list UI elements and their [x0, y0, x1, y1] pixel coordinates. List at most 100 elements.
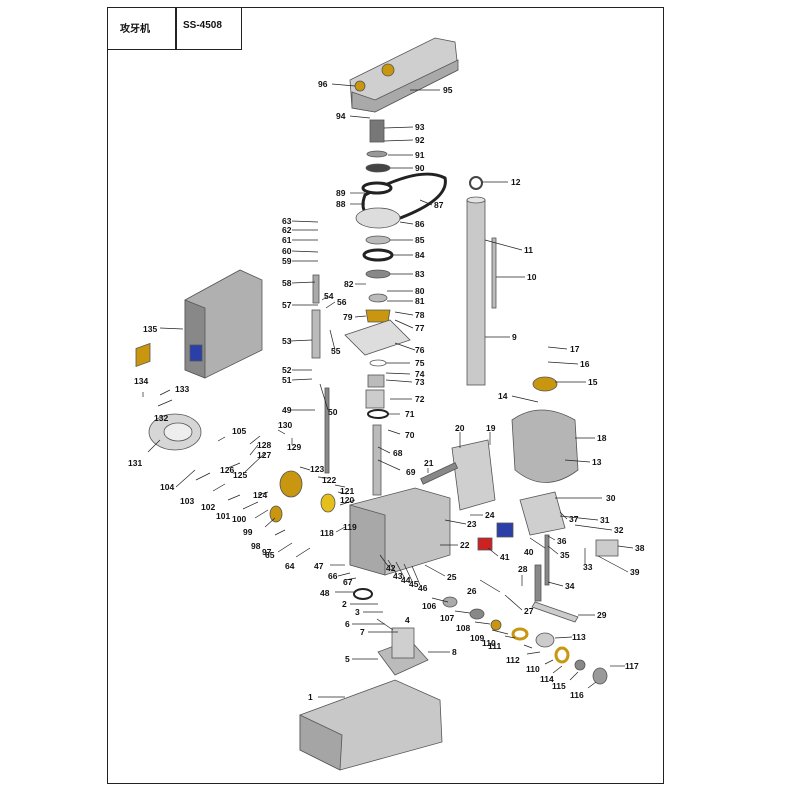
- part-label: 126: [220, 465, 234, 475]
- part-label: 25: [447, 572, 457, 582]
- part-label: 19: [486, 423, 496, 433]
- top-cover-front: [351, 59, 459, 113]
- part-label: 64: [285, 561, 295, 571]
- part-label: 65: [265, 550, 275, 560]
- part-label: 93: [415, 122, 425, 132]
- title-divider: [175, 7, 177, 50]
- part-label: 12: [511, 177, 521, 187]
- part-label: 123: [310, 464, 324, 474]
- part-label: 71: [405, 409, 415, 419]
- part-label: 1: [308, 692, 313, 702]
- part-label: 51: [282, 375, 292, 385]
- part-label: 101: [216, 511, 230, 521]
- part-label: 61: [282, 235, 292, 245]
- part-label: 4: [405, 615, 410, 625]
- part-label: 44: [401, 575, 411, 585]
- part-label: 76: [415, 345, 425, 355]
- part-label: 63: [282, 216, 292, 226]
- name-plate: [135, 342, 151, 368]
- switch-plate: [595, 539, 619, 557]
- part-label: 45: [409, 579, 419, 589]
- part-label: 72: [415, 394, 425, 404]
- part-label: 13: [592, 457, 602, 467]
- part-label: 90: [415, 163, 425, 173]
- part-label: 82: [344, 279, 354, 289]
- red-switch: [477, 537, 493, 551]
- part-label: 66: [328, 571, 338, 581]
- part-label: 94: [336, 111, 346, 121]
- part-label: 26: [467, 586, 477, 596]
- part-label: 57: [282, 300, 292, 310]
- blue-switch: [496, 522, 514, 538]
- part-label: 27: [524, 606, 534, 616]
- part-label: 117: [625, 661, 639, 671]
- part-label: 56: [337, 297, 347, 307]
- part-label: 92: [415, 135, 425, 145]
- part-label: 98: [251, 541, 261, 551]
- model-number: SS-4508: [183, 20, 222, 31]
- part-label: 23: [467, 519, 477, 529]
- part-label: 91: [415, 150, 425, 160]
- part-label: 10: [527, 272, 537, 282]
- part-label: 99: [243, 527, 253, 537]
- part-label: 79: [343, 312, 353, 322]
- handle: [531, 601, 579, 623]
- part-label: 110: [526, 664, 540, 674]
- part-label: 135: [143, 324, 157, 334]
- part-label: 96: [318, 79, 328, 89]
- part-label: 121: [340, 486, 354, 496]
- part-label: 84: [415, 250, 425, 260]
- part-label: 88: [336, 199, 346, 209]
- part-label: 48: [320, 588, 330, 598]
- part-label: 50: [328, 407, 338, 417]
- part-label: 18: [597, 433, 607, 443]
- switch-bracket: [519, 491, 566, 536]
- title-block: [107, 7, 242, 50]
- part-label: 78: [415, 310, 425, 320]
- part-label: 31: [600, 515, 610, 525]
- motor: [511, 409, 579, 483]
- part-label: 16: [580, 359, 590, 369]
- part-label: 102: [201, 502, 215, 512]
- part-label: 70: [405, 430, 415, 440]
- part-label: 67: [343, 577, 353, 587]
- part-label: 115: [552, 681, 566, 691]
- part-label: 24: [485, 510, 495, 520]
- part-label: 103: [180, 496, 194, 506]
- part-label: 36: [557, 536, 567, 546]
- part-label: 54: [324, 291, 334, 301]
- part-label: 108: [456, 623, 470, 633]
- part-label: 41: [500, 552, 510, 562]
- part-label: 113: [572, 632, 586, 642]
- ring-48: [353, 588, 373, 600]
- part-label: 86: [415, 219, 425, 229]
- part-label: 59: [282, 256, 292, 266]
- part-label: 69: [406, 467, 416, 477]
- part-label: 132: [154, 413, 168, 423]
- spindle-shaft: [372, 424, 382, 496]
- part-label: 60: [282, 246, 292, 256]
- part-label: 30: [606, 493, 616, 503]
- part-label: 125: [233, 470, 247, 480]
- machine-name: 攻牙机: [120, 24, 150, 35]
- part-label: 6: [345, 619, 350, 629]
- part-label: 104: [160, 482, 174, 492]
- part-label: 35: [560, 550, 570, 560]
- part-label: 128: [257, 440, 271, 450]
- brass-gear-78: [365, 309, 391, 323]
- part-label: 43: [393, 571, 403, 581]
- spindle-nut: [369, 119, 385, 143]
- part-label: 77: [415, 323, 425, 333]
- part-label: 58: [282, 278, 292, 288]
- part-label: 34: [565, 581, 575, 591]
- part-label: 87: [434, 200, 444, 210]
- part-label: 116: [570, 690, 584, 700]
- part-label: 22: [460, 540, 470, 550]
- part-label: 5: [345, 654, 350, 664]
- part-label: 53: [282, 336, 292, 346]
- part-label: 109: [470, 633, 484, 643]
- part-label: 100: [232, 514, 246, 524]
- part-label: 124: [253, 490, 267, 500]
- motor-bracket: [451, 439, 496, 511]
- part-label: 21: [424, 458, 434, 468]
